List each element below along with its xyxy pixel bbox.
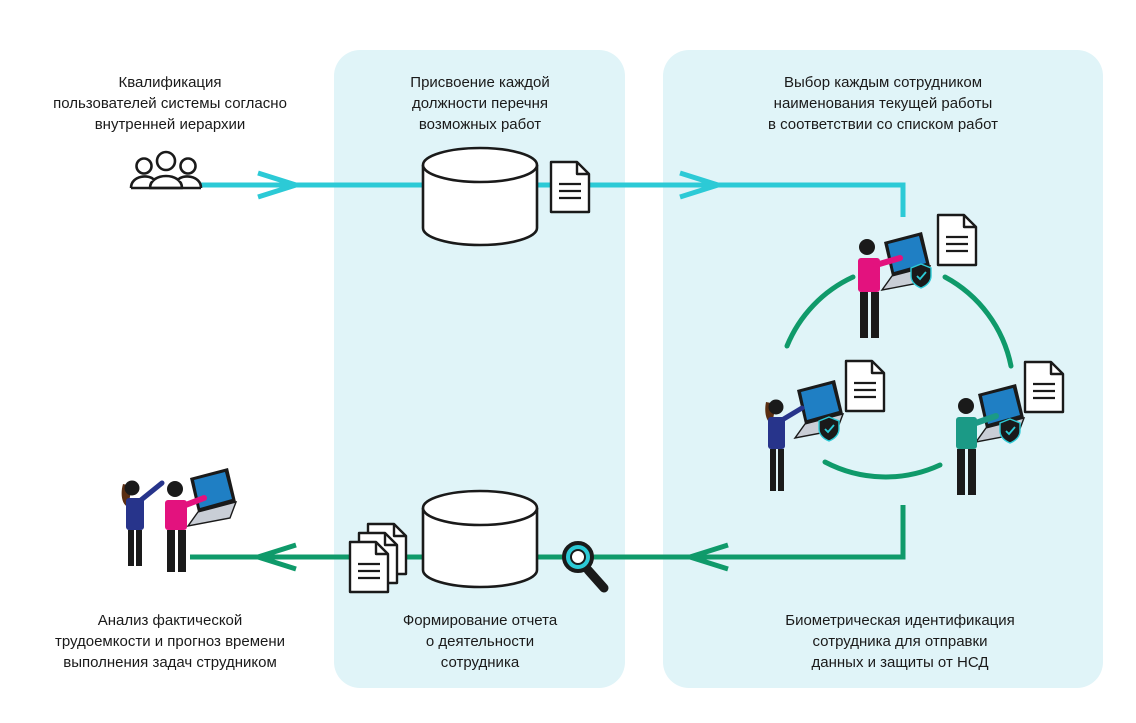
caption-analysis: Анализ фактической трудоемкости и прогно…	[30, 610, 310, 673]
caption-line: Биометрическая идентификация	[785, 612, 1015, 629]
documents-stack-icon	[348, 522, 408, 594]
caption-line: сотрудника	[440, 654, 520, 671]
person-icon	[765, 379, 844, 491]
person-icon	[165, 467, 237, 572]
caption-line: пользователей системы согласно	[53, 95, 287, 112]
person-icon	[121, 480, 165, 566]
caption-line: выполнения задач струдником	[63, 654, 277, 671]
caption-line: сотрудника для отправки	[812, 633, 988, 650]
database-icon	[421, 489, 539, 589]
caption-biometric: Биометрическая идентификация сотрудника …	[755, 610, 1045, 673]
caption-line: возможных работ	[418, 116, 542, 133]
person-icon	[858, 231, 932, 338]
document-icon	[549, 160, 591, 214]
workflow-ring	[784, 274, 1014, 480]
shield-check-icon	[818, 416, 840, 442]
caption-qualification: Квалификация пользователей системы согла…	[40, 72, 300, 135]
document-icon	[936, 213, 978, 267]
shield-check-icon	[999, 418, 1021, 444]
caption-line: внутренней иерархии	[94, 116, 246, 133]
arrow-chevron	[687, 542, 729, 572]
caption-line: Присвоение каждой	[410, 74, 550, 91]
arrow-chevron	[255, 542, 297, 572]
document-icon	[844, 359, 886, 413]
caption-line: должности перечня	[412, 95, 548, 112]
person-icon	[956, 383, 1025, 495]
caption-line: Выбор каждым сотрудником	[783, 74, 983, 91]
caption-line: в соответствии со списком работ	[767, 116, 999, 133]
caption-report: Формирование отчета о деятельности сотру…	[354, 610, 606, 673]
laptop-icon	[187, 467, 237, 527]
document-icon	[1023, 360, 1065, 414]
caption-line: данных и защиты от НСД	[811, 654, 989, 671]
magnifier-icon	[562, 541, 609, 593]
arrow-chevron	[679, 170, 721, 200]
caption-assignment: Присвоение каждой должности перечня возм…	[354, 72, 606, 135]
caption-line: трудоемкости и прогноз времени	[54, 633, 286, 650]
caption-line: Формирование отчета	[402, 612, 558, 629]
shield-check-icon	[910, 263, 932, 289]
caption-line: наименования текущей работы	[773, 95, 993, 112]
bottom-flow-line	[190, 505, 906, 572]
caption-selection: Выбор каждым сотрудником наименования те…	[738, 72, 1028, 135]
database-icon	[421, 146, 539, 247]
caption-line: Квалификация	[118, 74, 222, 91]
caption-line: Анализ фактической	[97, 612, 243, 629]
arrow-chevron	[257, 170, 299, 200]
caption-line: о деятельности	[425, 633, 535, 650]
users-icon	[129, 150, 203, 190]
